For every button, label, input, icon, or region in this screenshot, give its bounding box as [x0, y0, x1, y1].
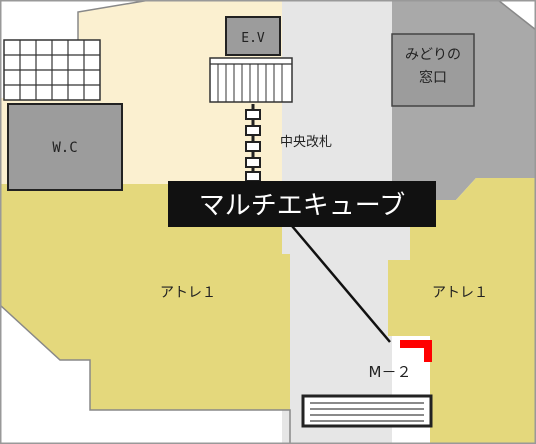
toilet-icon [7, 103, 123, 191]
stairs-icon [3, 39, 101, 101]
pointer-line [291, 225, 391, 343]
elevator-icon [225, 16, 281, 56]
atre-right-area [388, 178, 536, 444]
m2-label: M－２ [369, 363, 412, 381]
escalator-icon [209, 57, 293, 103]
midori-label-line2: 窓口 [419, 69, 447, 86]
exit-stairs-icon [301, 394, 433, 428]
midori-label-line1: みどりの [405, 47, 461, 63]
multi-ecube-banner [168, 181, 436, 227]
location-marker-icon [400, 340, 432, 362]
multi-ecube-label: マルチエキューブ [199, 191, 405, 221]
map-outline-right [497, 0, 536, 31]
atre-right-label: アトレ１ [432, 285, 488, 301]
midori-window-box [391, 33, 475, 107]
wc-label: W.C [52, 140, 77, 156]
atre-left-area [0, 184, 290, 410]
elevator-label: E.V [241, 31, 265, 46]
central-gate-label: 中央改札 [280, 135, 332, 150]
atre-left-label: アトレ１ [160, 285, 216, 301]
map-outline-left [0, 304, 291, 444]
